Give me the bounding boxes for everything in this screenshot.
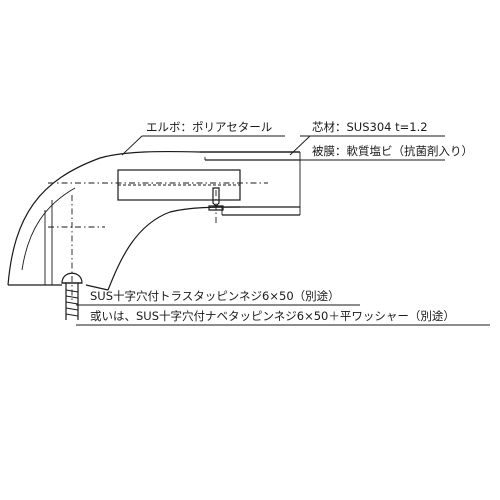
coating-material-label: 被膜：軟質塩ビ（抗菌剤入り） <box>312 144 473 158</box>
leader-lines <box>76 135 490 326</box>
inner-tenon <box>117 169 241 201</box>
pan-screw-washer-label: 或いは、SUS十字穴付ナベタッピンネジ6×50＋平ワッシャー（別途） <box>90 309 455 323</box>
base-screw <box>61 272 83 320</box>
core-material-label: 芯材：SUS304 t=1.2 <box>312 120 428 134</box>
centre-lines <box>48 182 268 300</box>
elbow-material-label: エルボ：ポリアセタール <box>146 120 272 134</box>
truss-screw-label: SUS十字穴付トラスタッピンネジ6×50（別途） <box>90 289 340 303</box>
elbow-body <box>7 150 300 291</box>
handrail-pipe <box>200 151 301 216</box>
pipe-screw <box>208 187 224 211</box>
